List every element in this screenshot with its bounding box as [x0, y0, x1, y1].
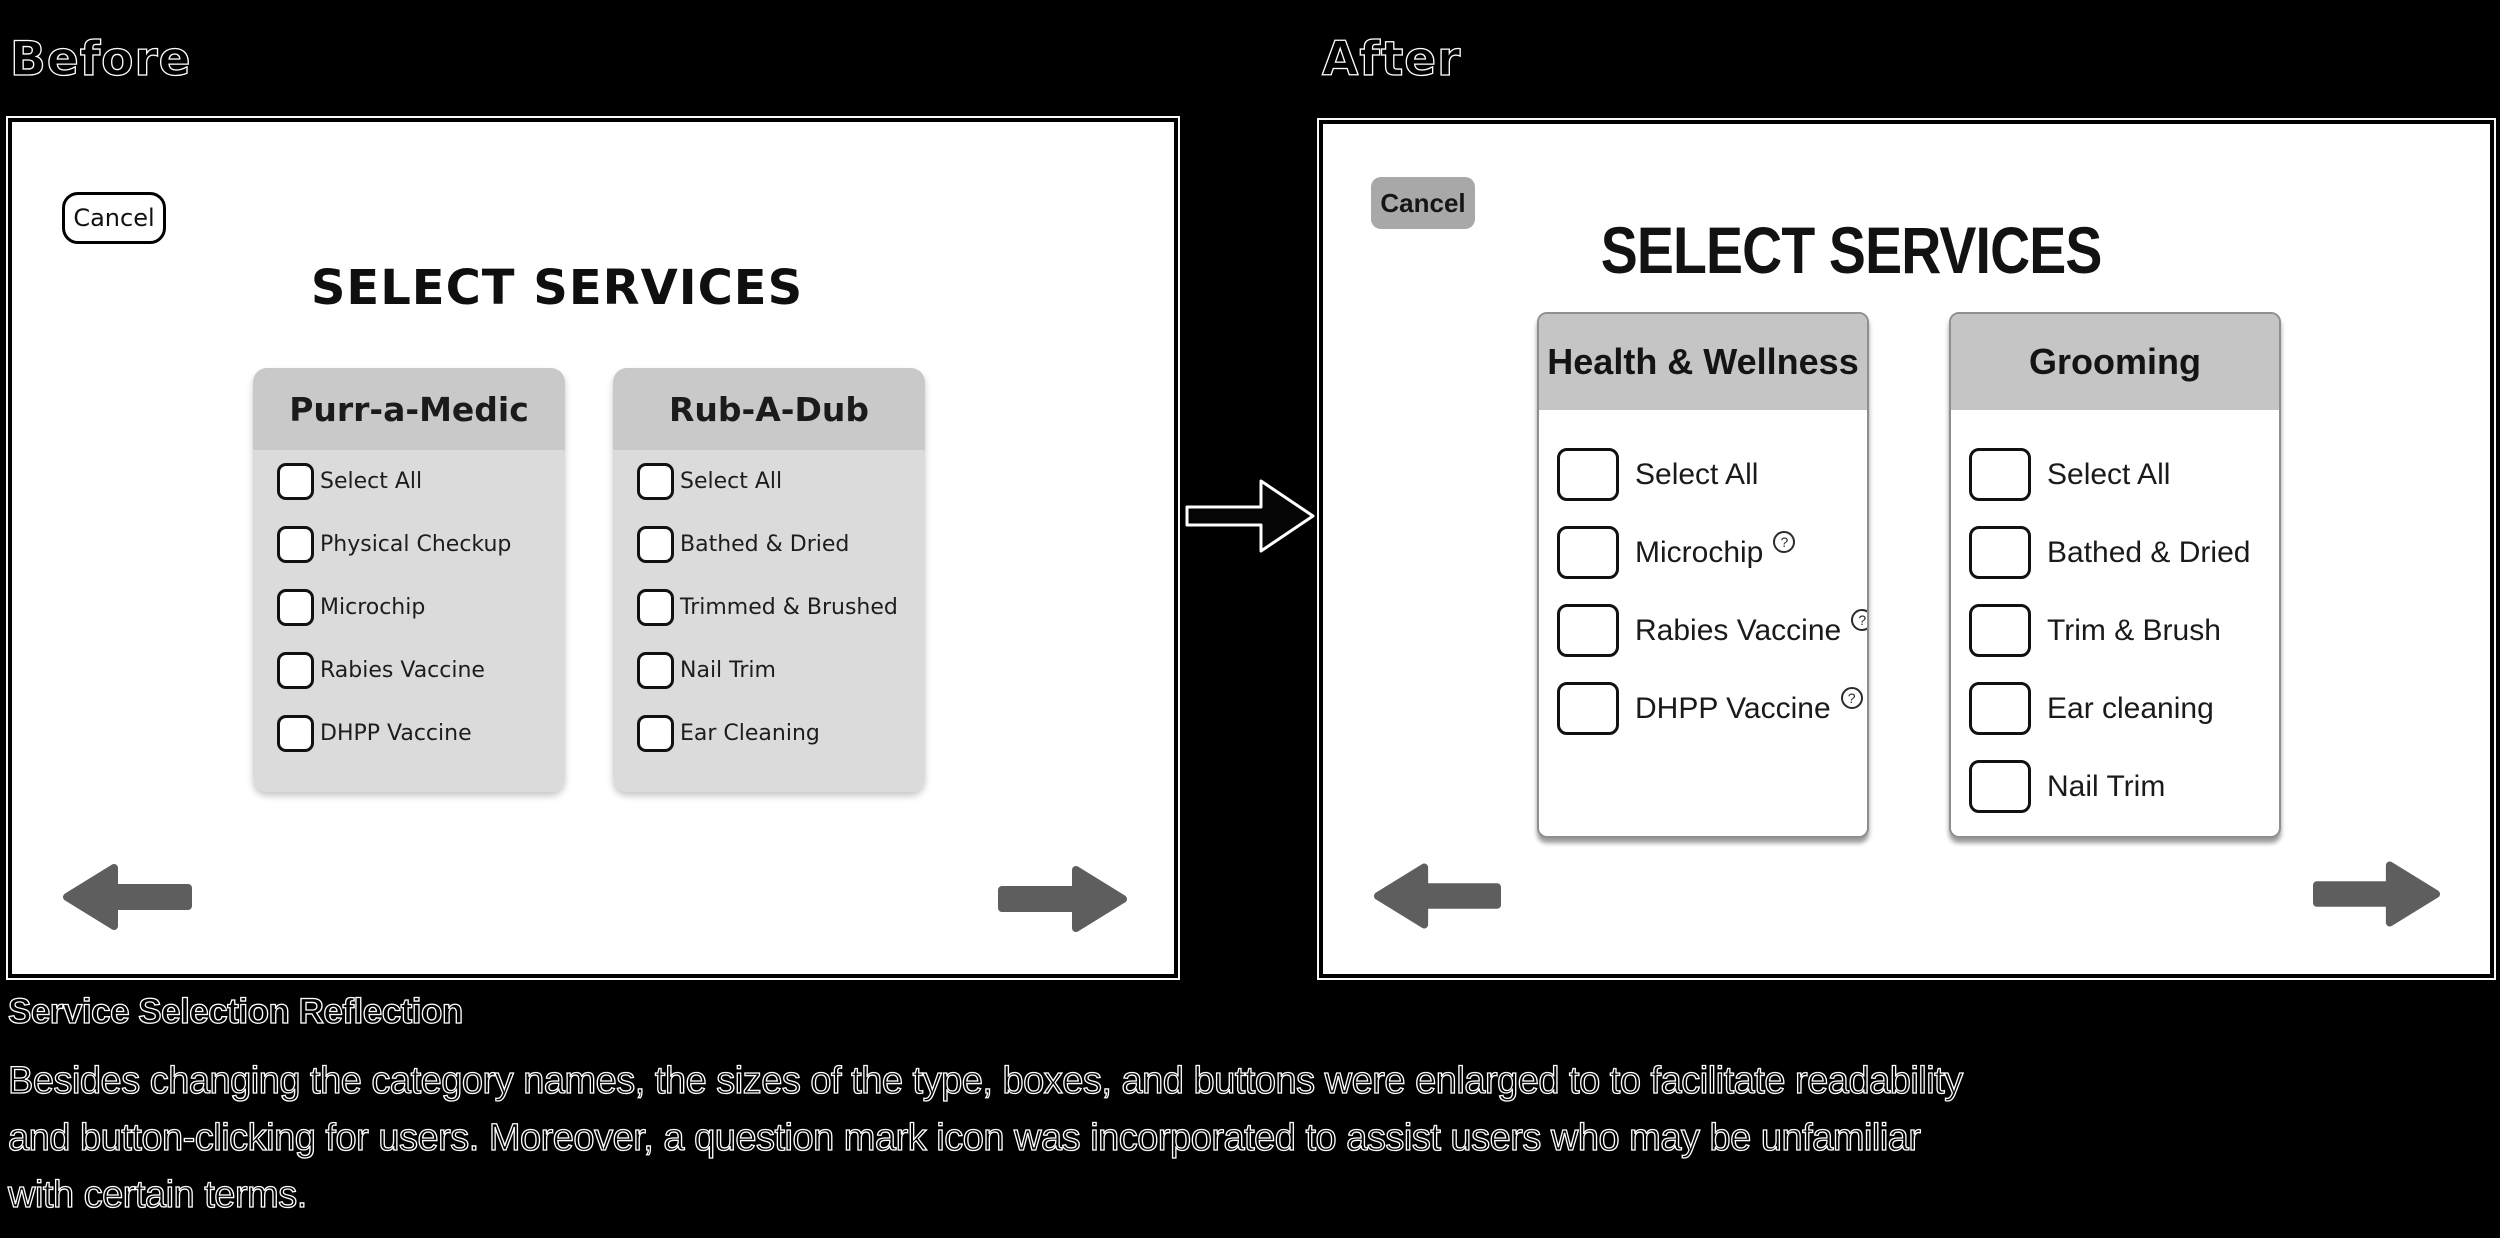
service-row: DHPP Vaccine ? — [1557, 682, 1863, 735]
service-row: Ear cleaning — [1969, 682, 2214, 735]
service-label: Bathed & Dried — [2047, 535, 2251, 569]
checkbox[interactable] — [1557, 604, 1619, 657]
service-row: Nail Trim — [637, 652, 776, 689]
service-row: Select All — [1557, 448, 1758, 501]
service-label: Bathed & Dried — [680, 532, 850, 557]
service-label: DHPP Vaccine — [320, 721, 472, 746]
reflection-heading: Service Selection Reflection — [7, 991, 464, 1031]
checkbox[interactable] — [637, 652, 674, 689]
category-box-health-wellness: Health & Wellness Select All Microchip ?… — [1537, 312, 1869, 838]
service-row: Bathed & Dried — [637, 526, 849, 563]
page-title-text: SELECT SERVICES — [1600, 213, 2103, 287]
service-label: Rabies Vaccine — [320, 658, 485, 683]
service-label: Ear cleaning — [2047, 691, 2214, 725]
before-heading: Before — [9, 31, 192, 87]
checkbox[interactable] — [1557, 682, 1619, 735]
service-row: Bathed & Dried — [1969, 526, 2250, 579]
checkbox[interactable] — [1969, 760, 2031, 813]
reflection-paragraph: Besides changing the category names, the… — [7, 1053, 1964, 1224]
checkbox[interactable] — [277, 463, 314, 500]
category-header: Purr-a-Medic — [253, 368, 565, 450]
arrow-left-icon — [63, 864, 192, 930]
checkbox[interactable] — [1557, 526, 1619, 579]
service-label: Trimmed & Brushed — [680, 595, 898, 620]
service-row: Ear Cleaning — [637, 715, 820, 752]
checkbox[interactable] — [1969, 526, 2031, 579]
category-header: Health & Wellness — [1539, 314, 1867, 410]
category-box-grooming: Grooming Select All Bathed & Dried Trim … — [1949, 312, 2281, 838]
category-header: Rub-A-Dub — [613, 368, 925, 450]
reflection-line: with certain terms. — [7, 1173, 308, 1216]
before-panel: Cancel SELECT SERVICES Purr-a-Medic Sele… — [6, 116, 1180, 980]
service-label: DHPP Vaccine — [1635, 691, 1831, 725]
checkbox[interactable] — [637, 589, 674, 626]
checkbox[interactable] — [637, 715, 674, 752]
category-box-rub-a-dub: Rub-A-Dub Select All Bathed & Dried Trim… — [613, 368, 925, 792]
service-label: Microchip — [320, 595, 426, 620]
after-heading: After — [1321, 31, 1462, 87]
checkbox[interactable] — [277, 715, 314, 752]
service-row: Select All — [637, 463, 782, 500]
after-panel: Cancel SELECT SERVICES Health & Wellness… — [1317, 118, 2496, 980]
reflection-line: and button-clicking for users. Moreover,… — [7, 1116, 1921, 1159]
service-label: Trim & Brush — [2047, 613, 2221, 647]
service-label: Select All — [1635, 457, 1759, 491]
service-row: Select All — [277, 463, 422, 500]
next-arrow-button[interactable] — [2312, 855, 2442, 938]
page-title: SELECT SERVICES — [310, 260, 804, 316]
service-row: Trim & Brush — [1969, 604, 2221, 657]
checkbox[interactable] — [637, 526, 674, 563]
help-icon[interactable]: ? — [1840, 686, 1863, 709]
service-row: Microchip ? — [1557, 526, 1796, 579]
service-row: Rabies Vaccine — [277, 652, 485, 689]
category-header: Grooming — [1951, 314, 2279, 410]
service-label: Rabies Vaccine — [1635, 613, 1842, 647]
service-label: Nail Trim — [2047, 769, 2166, 803]
category-box-purr-a-medic: Purr-a-Medic Select All Physical Checkup… — [253, 368, 565, 792]
checkbox[interactable] — [277, 589, 314, 626]
service-label: Select All — [680, 469, 783, 494]
service-label: Select All — [320, 469, 423, 494]
checkbox[interactable] — [1969, 604, 2031, 657]
service-row: Physical Checkup — [277, 526, 511, 563]
page-title: SELECT SERVICES — [1323, 212, 2379, 288]
checkbox[interactable] — [277, 652, 314, 689]
checkbox[interactable] — [1969, 682, 2031, 735]
service-label: Microchip — [1635, 535, 1764, 569]
service-row: Nail Trim — [1969, 760, 2165, 813]
checkbox[interactable] — [1557, 448, 1619, 501]
next-arrow-button[interactable] — [997, 860, 1129, 943]
arrow-left-icon — [1373, 863, 1502, 929]
service-label: Physical Checkup — [320, 532, 512, 557]
service-row: Microchip — [277, 589, 425, 626]
reflection-line: Besides changing the category names, the… — [7, 1059, 1964, 1102]
category-body: Select All Physical Checkup Microchip Ra… — [253, 450, 565, 792]
checkbox[interactable] — [277, 526, 314, 563]
cancel-button[interactable]: Cancel — [1371, 177, 1475, 229]
service-label: Nail Trim — [680, 658, 776, 683]
service-row: Rabies Vaccine ? — [1557, 604, 1867, 657]
before-after-transition-arrow — [1183, 469, 1317, 568]
service-row: DHPP Vaccine — [277, 715, 472, 752]
arrow-right-icon — [998, 866, 1127, 932]
cancel-button-label: Cancel — [1380, 187, 1466, 218]
category-body: Select All Bathed & Dried Trimmed & Brus… — [613, 450, 925, 792]
back-arrow-button[interactable] — [1372, 857, 1502, 940]
checkbox[interactable] — [1969, 448, 2031, 501]
service-label: Select All — [2047, 457, 2171, 491]
help-icon[interactable]: ? — [1851, 608, 1867, 631]
back-arrow-button[interactable] — [61, 858, 193, 941]
service-label: Ear Cleaning — [680, 721, 820, 746]
service-row: Trimmed & Brushed — [637, 589, 898, 626]
checkbox[interactable] — [637, 463, 674, 500]
service-row: Select All — [1969, 448, 2170, 501]
arrow-right-icon — [2312, 861, 2441, 927]
cancel-button[interactable]: Cancel — [62, 192, 166, 244]
help-icon[interactable]: ? — [1773, 530, 1796, 553]
arrow-right-icon — [1185, 479, 1315, 553]
cancel-button-label: Cancel — [73, 204, 155, 232]
